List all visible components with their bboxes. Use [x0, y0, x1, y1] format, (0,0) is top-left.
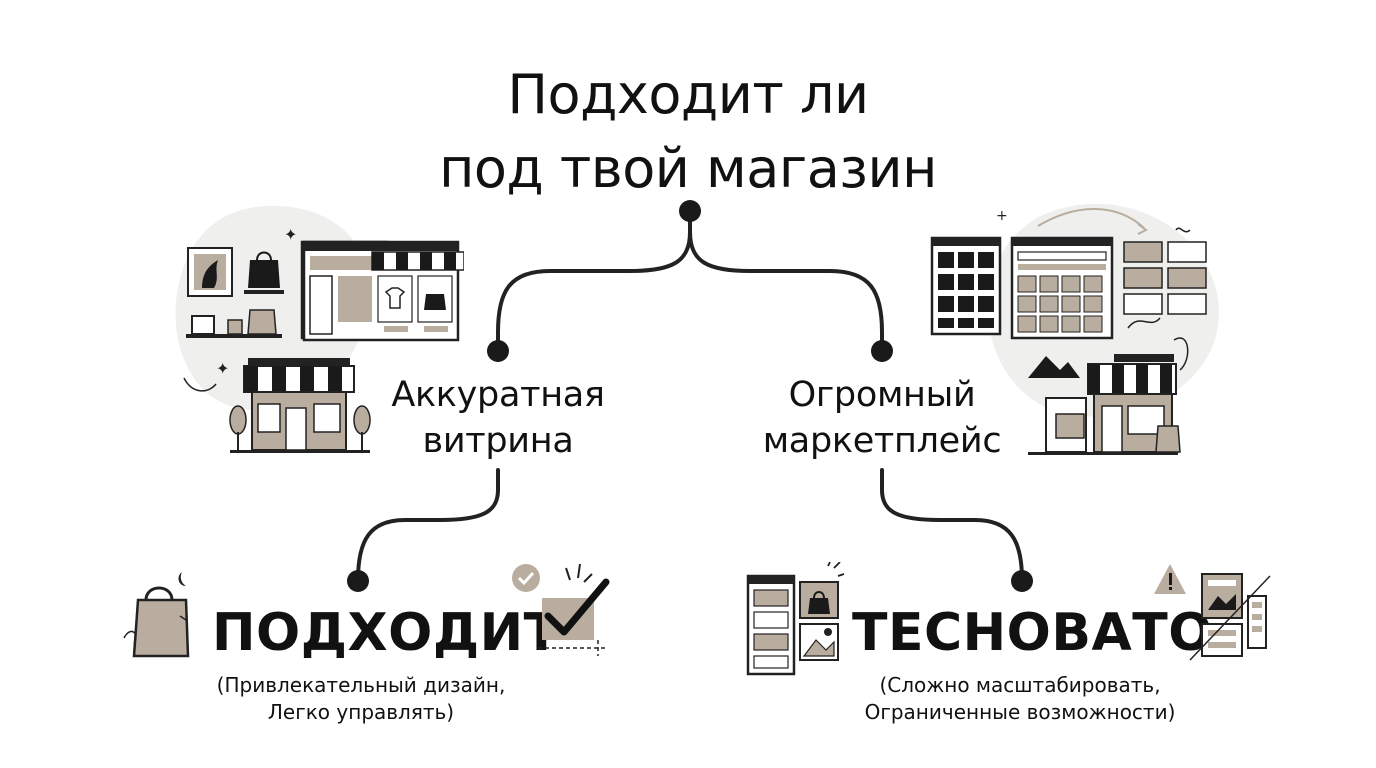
checkmark-icon	[512, 563, 610, 656]
left-note: (Привлекательный дизайн, Легко управлять…	[196, 672, 526, 726]
warning-icon	[1154, 564, 1271, 661]
left-note-line-1: (Привлекательный дизайн,	[216, 673, 506, 697]
right-label-line-2: маркетплейс	[762, 421, 1002, 461]
left-label-line-1: Аккуратная	[391, 375, 605, 415]
right-verdict: ТЕСНОВАТО	[852, 603, 1213, 663]
web-layout-icon	[746, 562, 844, 676]
right-note-line-2: Ограниченные возможности)	[864, 700, 1176, 724]
left-verdict: ПОДХОДИТ	[212, 603, 560, 663]
right-node	[871, 340, 893, 362]
right-leaf-node	[1011, 570, 1033, 592]
page-title: Подходит ли под твой магазин	[288, 58, 1088, 206]
left-label-line-2: витрина	[422, 421, 574, 461]
left-node	[487, 340, 509, 362]
right-branch-label: Огромный маркетплейс	[742, 372, 1022, 464]
title-line-2: под твой магазин	[439, 137, 937, 200]
left-leaf-node	[347, 570, 369, 592]
right-note-line-1: (Сложно масштабировать,	[879, 673, 1161, 697]
web-shop-window-icon	[302, 240, 464, 342]
svg-text:✦: ✦	[216, 359, 229, 378]
right-note: (Сложно масштабировать, Ограниченные воз…	[852, 672, 1188, 726]
shopping-bag-icon	[123, 572, 190, 658]
root-node	[679, 200, 701, 222]
right-label-line-1: Огромный	[788, 375, 976, 415]
left-branch-label: Аккуратная витрина	[370, 372, 626, 464]
marketplace-illustration: +	[930, 203, 1219, 455]
svg-text:✦: ✦	[284, 225, 297, 244]
left-note-line-2: Легко управлять)	[267, 700, 455, 724]
svg-text:+: +	[996, 208, 1008, 224]
title-line-1: Подходит ли	[507, 63, 869, 126]
